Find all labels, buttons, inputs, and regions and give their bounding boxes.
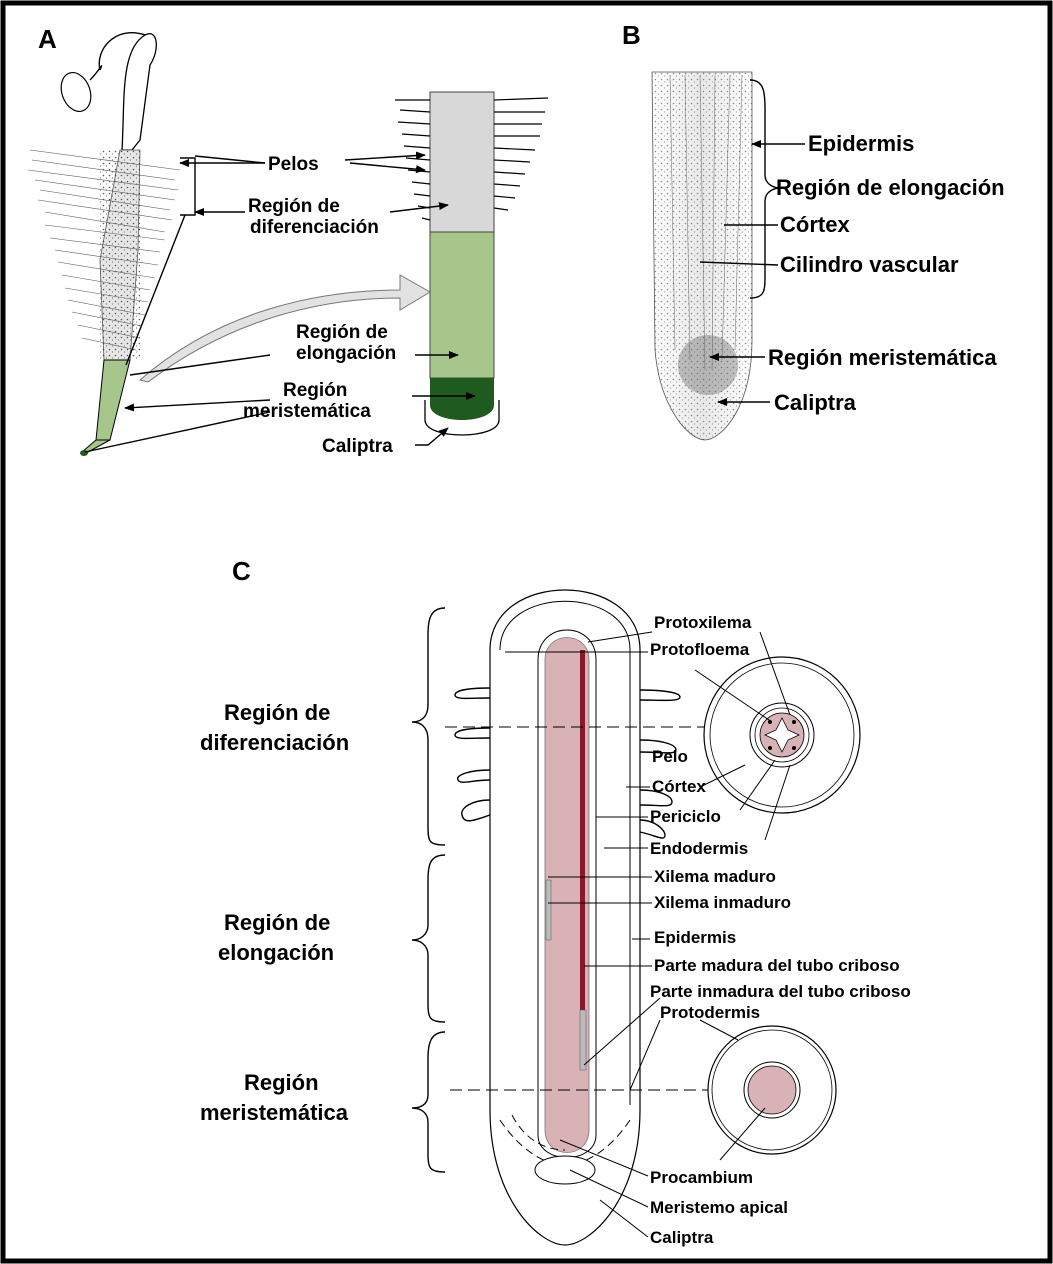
label-c-protofloema: Protofloema xyxy=(650,640,750,659)
label-c-region-dif-1: Región de xyxy=(224,700,330,725)
label-c-procambium: Procambium xyxy=(650,1168,753,1187)
panel-c-longitudinal-root xyxy=(445,590,720,1245)
label-b-caliptra: Caliptra xyxy=(774,390,857,415)
label-c-region-elo-2: elongación xyxy=(218,940,334,965)
label-a-dif-1: Región de xyxy=(248,196,340,217)
panel-c-braces xyxy=(412,608,445,1172)
panel-c-cross-section-lower xyxy=(708,1026,836,1154)
label-c-pelo: Pelo xyxy=(652,747,688,766)
label-c-region-mer-1: Región xyxy=(244,1070,319,1095)
label-c-endodermis: Endodermis xyxy=(650,839,748,858)
label-c-tubo-inmaduro: Parte inmadura del tubo criboso xyxy=(650,982,911,1001)
label-c-protoxilema: Protoxilema xyxy=(654,613,752,632)
panel-b-root-tip xyxy=(652,72,752,440)
label-c-epidermis: Epidermis xyxy=(654,928,736,947)
label-c-periciclo: Periciclo xyxy=(650,807,721,826)
label-a-mer-1: Región xyxy=(283,380,347,401)
label-c-xilema-inmaduro: Xilema inmaduro xyxy=(654,893,791,912)
label-c-region-dif-2: diferenciación xyxy=(200,730,349,755)
label-c-region-mer-2: meristemática xyxy=(200,1100,349,1125)
label-a-caliptra: Caliptra xyxy=(322,436,393,457)
panel-letter-b: B xyxy=(622,20,641,50)
label-c-meristemo: Meristemo apical xyxy=(650,1198,788,1217)
label-b-meristematica: Región meristemática xyxy=(768,345,997,370)
panel-a-enlarged-root xyxy=(395,92,548,435)
label-b-cortex: Córtex xyxy=(780,212,850,237)
label-c-protodermis: Protodermis xyxy=(660,1003,760,1022)
label-b-epidermis: Epidermis xyxy=(808,131,914,156)
label-c-xilema-maduro: Xilema maduro xyxy=(654,867,776,886)
panel-letter-c: C xyxy=(232,556,251,586)
label-c-tubo-maduro: Parte madura del tubo criboso xyxy=(654,956,900,975)
label-a-pelos: Pelos xyxy=(268,154,319,175)
label-b-cilindro: Cilindro vascular xyxy=(780,252,959,277)
label-a-elo-2: elongación xyxy=(296,343,396,364)
panel-letter-a: A xyxy=(38,24,57,54)
label-c-region-elo-1: Región de xyxy=(224,910,330,935)
label-a-mer-2: meristemática xyxy=(243,401,371,422)
label-b-elongacion: Región de elongación xyxy=(776,175,1005,200)
label-c-cortex: Córtex xyxy=(652,777,706,796)
label-a-elo-1: Región de xyxy=(296,322,388,343)
panel-a-drawing xyxy=(28,33,180,456)
label-a-dif-2: diferenciación xyxy=(250,217,379,238)
label-c-caliptra: Caliptra xyxy=(650,1228,714,1247)
